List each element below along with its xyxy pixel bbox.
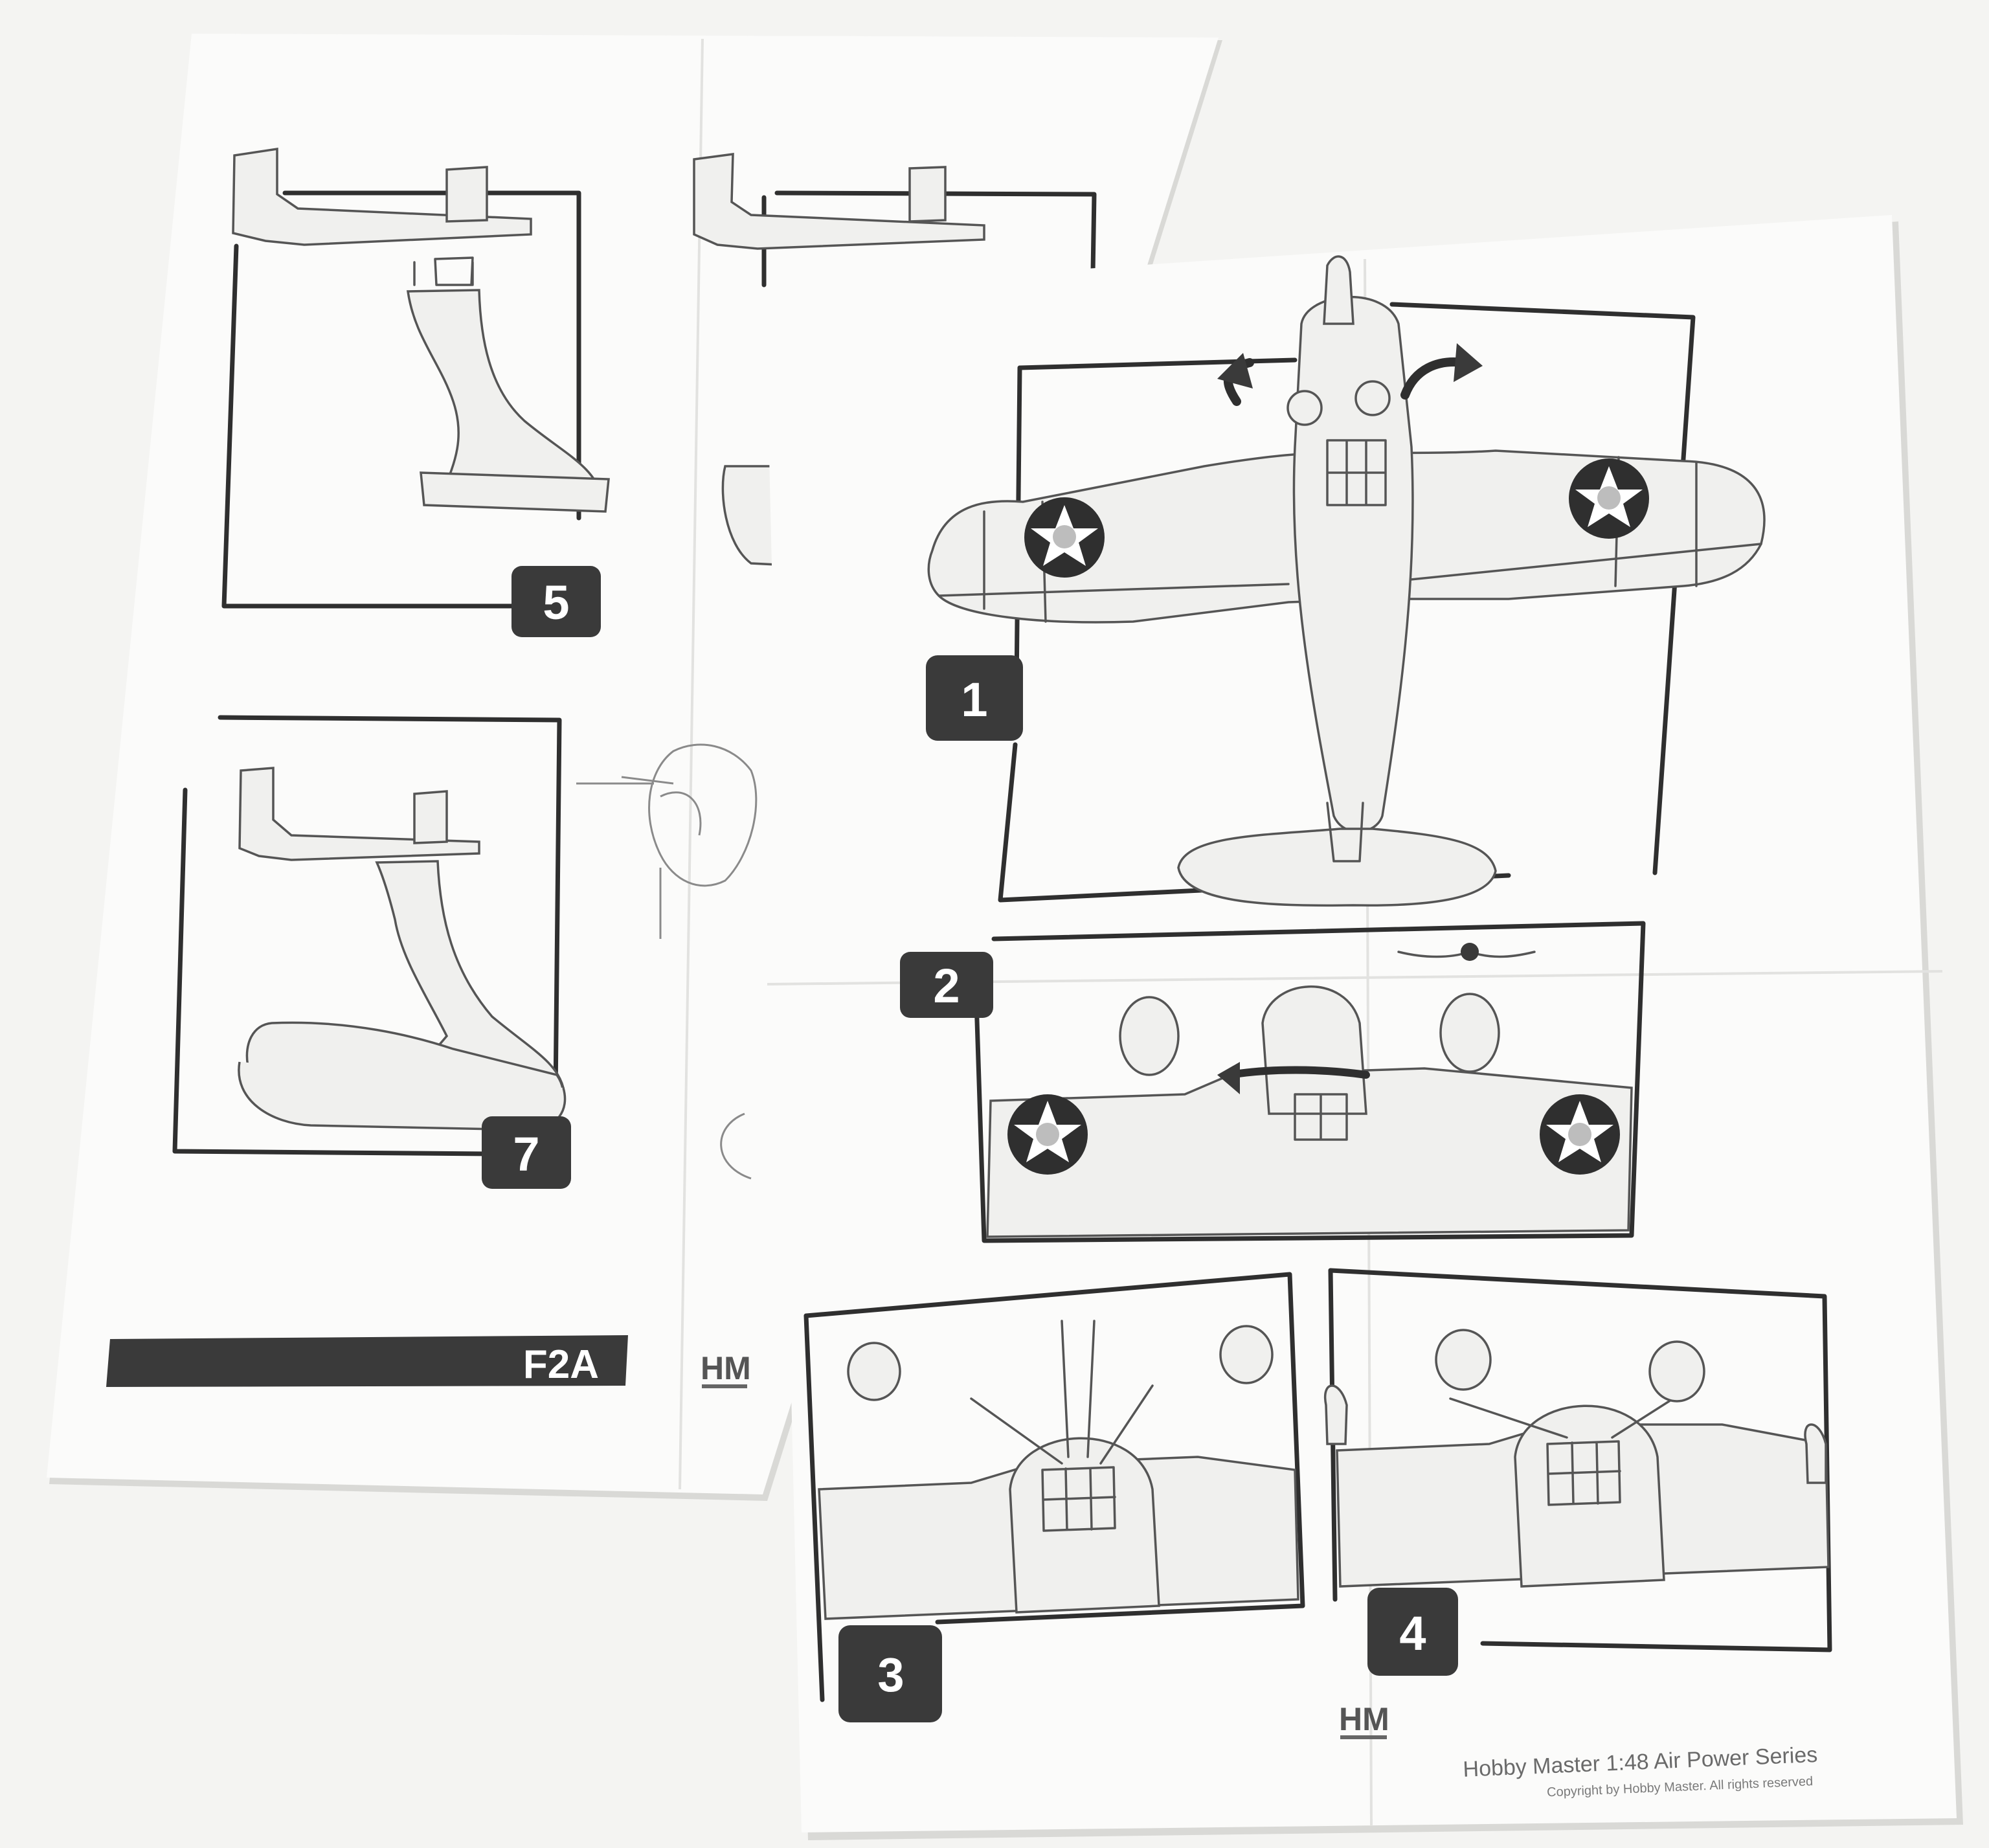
step-3-number: 3	[877, 1648, 904, 1702]
step-4-number: 4	[1399, 1606, 1426, 1660]
front-instruction-sheet: 1 2	[765, 215, 1963, 1840]
bleed-through-propeller	[576, 743, 758, 1180]
step-5-number: 5	[543, 576, 569, 629]
step-7-number: 7	[513, 1127, 539, 1181]
step-7-panel: 7	[172, 715, 571, 1189]
step-4-panel: 4	[1323, 1268, 1832, 1676]
front-logo-text: HM	[1339, 1701, 1389, 1737]
step-6-panel-partial	[693, 152, 1097, 566]
step-1-panel: 1	[926, 255, 1766, 907]
step-2-number: 2	[933, 959, 960, 1013]
model-label: F2A	[523, 1342, 599, 1387]
step-5-panel: 5	[221, 147, 610, 637]
step-2-panel: 2	[900, 921, 1646, 1243]
back-hm-logo: HM	[701, 1350, 751, 1388]
front-hm-logo: HM	[1339, 1701, 1389, 1739]
step-1-number: 1	[961, 673, 987, 727]
step-3-panel: 3	[803, 1272, 1305, 1722]
back-logo-text: HM	[701, 1350, 751, 1386]
model-band: F2A	[106, 1335, 628, 1387]
